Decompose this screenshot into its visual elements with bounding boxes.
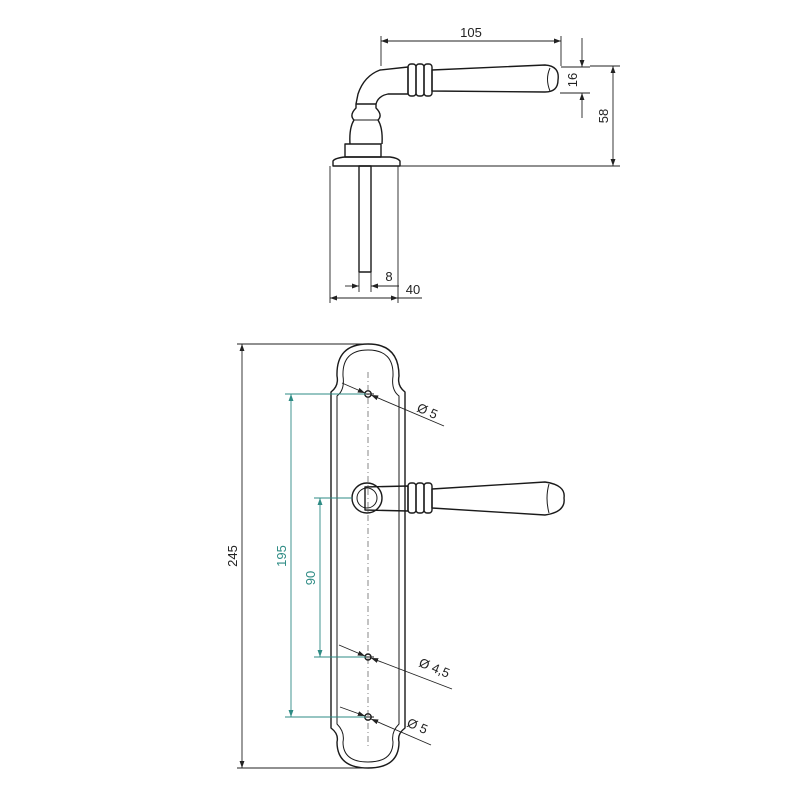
dim-lever-length: 105: [460, 25, 482, 40]
dim-rose-width: 40: [406, 282, 420, 297]
side-view: 105 16 58 8 40: [329, 25, 620, 303]
dim-screw-spacing: 195: [274, 545, 289, 567]
spindle: [358, 165, 372, 273]
dim-plate-height: 245: [225, 545, 240, 567]
rose-base: [332, 156, 401, 167]
ring-3: [423, 63, 433, 97]
dim-spindle-to-hole: 90: [303, 571, 318, 585]
dim-hole-middle: Ø 4,5: [417, 655, 452, 681]
dim-hole-top: Ø 5: [415, 400, 440, 422]
backplate-bevel: [336, 349, 400, 763]
front-lever: [351, 481, 565, 516]
grip-tip: [547, 67, 551, 92]
lever-grip: [431, 64, 559, 93]
ring-1: [407, 63, 417, 97]
elbow: [355, 66, 409, 105]
neck: [349, 103, 383, 145]
front-view: 245 195 90 Ø 5 Ø 4,5 Ø 5: [225, 343, 565, 769]
dim-hole-bottom: Ø 5: [405, 715, 430, 737]
rose-collar: [344, 143, 382, 158]
dim-spindle: 8: [385, 269, 392, 284]
ring-2: [415, 63, 425, 97]
dim-grip-height: 16: [565, 73, 580, 87]
dim-handle-height: 58: [596, 109, 611, 123]
